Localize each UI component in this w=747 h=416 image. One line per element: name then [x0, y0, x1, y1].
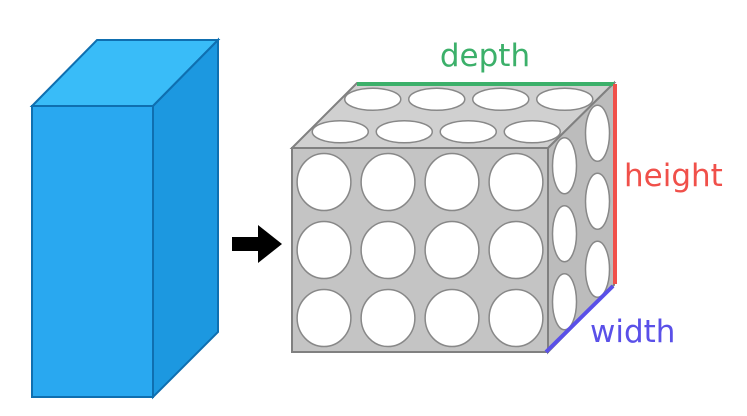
depth-label: depth [440, 38, 530, 74]
front-neuron [360, 220, 416, 280]
front-neurons [296, 152, 544, 348]
front-neuron [424, 288, 480, 348]
top-neuron [375, 120, 433, 144]
front-neuron [296, 152, 352, 212]
width-edge [544, 284, 615, 354]
side-neuron [584, 172, 611, 230]
top-neuron [408, 87, 466, 111]
side-neurons [551, 104, 611, 331]
front-neuron [360, 288, 416, 348]
input-volume-front [31, 105, 154, 398]
width-label: width [590, 314, 675, 350]
right-arrow-icon [232, 225, 282, 263]
top-neuron [503, 120, 561, 144]
side-neuron [551, 273, 578, 331]
side-neuron [584, 104, 611, 162]
top-neuron [536, 87, 594, 111]
front-neuron [296, 220, 352, 280]
top-neurons [311, 87, 594, 144]
front-neuron [488, 152, 544, 212]
input-volume [29, 37, 221, 400]
front-neuron [424, 220, 480, 280]
side-neuron [551, 205, 578, 263]
front-neuron [296, 288, 352, 348]
side-neuron [584, 240, 611, 298]
side-neuron [551, 137, 578, 195]
front-neuron [360, 152, 416, 212]
front-neuron [488, 288, 544, 348]
neuron-cube [289, 80, 617, 355]
height-label: height [624, 158, 723, 194]
top-neuron [439, 120, 497, 144]
top-neuron [311, 120, 369, 144]
top-neuron [472, 87, 530, 111]
front-neuron [424, 152, 480, 212]
top-neuron [344, 87, 402, 111]
front-neuron [488, 220, 544, 280]
